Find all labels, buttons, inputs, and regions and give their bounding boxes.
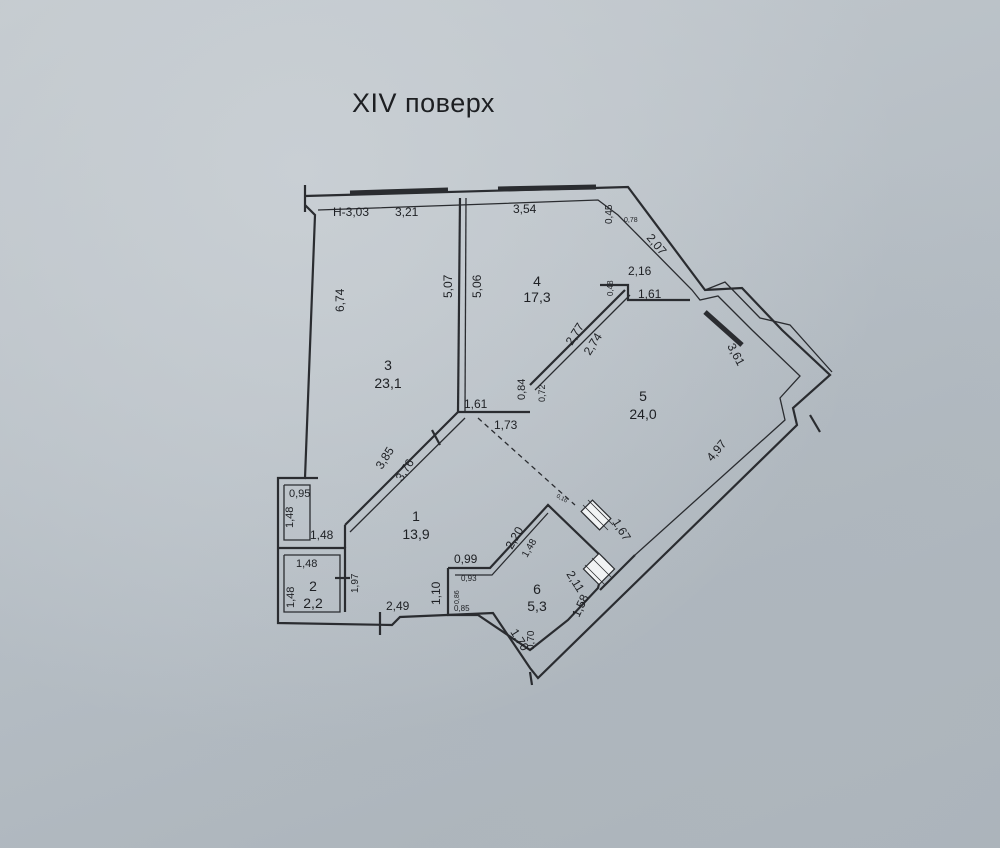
room-6-number: 6 — [533, 581, 541, 597]
dimension-label: 0,95 — [289, 488, 310, 500]
dimension-label: 6,74 — [333, 288, 347, 312]
floor-title: XIV поверх — [352, 88, 495, 118]
wall-2-inner — [283, 554, 341, 613]
door-mark — [431, 429, 441, 446]
room-3-area: 23,1 — [374, 375, 401, 391]
room-4-area: 17,3 — [523, 289, 550, 305]
dimension-label: 3,61 — [724, 341, 747, 368]
dimension-label: 3,21 — [395, 205, 419, 219]
niche-inner — [283, 484, 311, 541]
dimension-label: 0,86 — [454, 590, 461, 604]
wall-1-3-inner — [349, 417, 466, 533]
dimension-label: 0,48 — [606, 280, 615, 296]
room-2-area: 2,2 — [303, 595, 323, 611]
dimension-label: 1,48 — [284, 507, 296, 528]
dimension-label: 5,06 — [470, 274, 484, 298]
dimension-label: 0,70 — [526, 630, 537, 650]
dimension-label: 2,11 — [563, 568, 587, 595]
dimension-label: 4,97 — [704, 437, 730, 464]
dimension-label: 0,45 — [604, 204, 615, 224]
room-labels: 3 23,1 4 17,3 5 24,0 1 13,9 2 2,2 6 5,3 — [303, 273, 657, 614]
wall-3-4 — [456, 197, 462, 413]
dimension-label: 0,78 — [624, 217, 638, 224]
dimension-label: 1,58 — [569, 592, 592, 619]
wall-4-5-inner — [534, 294, 631, 391]
dimension-label: 2,49 — [386, 599, 410, 613]
dimension-label: 1,48 — [310, 528, 334, 542]
dimension-label: 2,16 — [628, 264, 652, 278]
dimension-label: 1,67 — [609, 516, 633, 544]
balcony — [704, 281, 833, 373]
dimension-label: 0,84 — [516, 379, 528, 400]
height-label: Н-3,03 — [333, 205, 369, 219]
bathroom-wall-inner — [455, 512, 549, 576]
dimension-label: 1,10 — [429, 581, 443, 605]
window — [703, 310, 744, 347]
axis-tick — [809, 414, 821, 433]
dimension-label: 1,48 — [296, 558, 317, 570]
dimension-label: 0,85 — [454, 604, 470, 613]
axis-tick — [528, 671, 534, 686]
wall-4-5-top — [600, 283, 690, 302]
dimension-label: 5,07 — [441, 274, 455, 298]
wall-1-3 — [344, 411, 459, 526]
dimension-label: 2,74 — [581, 330, 605, 358]
dimension-label: 1,48 — [285, 587, 297, 608]
dimension-label: 1,61 — [464, 397, 488, 411]
room-5-area: 24,0 — [629, 406, 656, 422]
window — [497, 184, 597, 192]
room-5-number: 5 — [639, 388, 647, 404]
wall-5-6 — [599, 554, 636, 591]
dimension-label: 1,61 — [638, 287, 662, 301]
dimension-label: 1,97 — [350, 573, 361, 593]
dimension-label: 2,77 — [563, 320, 587, 348]
outer-wall — [276, 185, 832, 680]
room-2-number: 2 — [309, 578, 317, 594]
bathroom-wall — [446, 503, 607, 652]
room-3-number: 3 — [384, 357, 392, 373]
dimension-label: 0,16 — [555, 494, 569, 505]
room-1-number: 1 — [412, 508, 420, 524]
room-4-number: 4 — [533, 273, 541, 289]
dimension-label: 3,85 — [373, 444, 397, 472]
dimension-labels: Н-3,03 3,21 3,54 0,45 0,78 2,07 6,74 5,0… — [284, 202, 748, 654]
wall-3-4-inner — [464, 197, 467, 413]
fixture-hatch — [580, 499, 612, 531]
dimension-label: 2,07 — [644, 231, 670, 258]
room-1-area: 13,9 — [402, 526, 429, 542]
dimension-label: 3,54 — [513, 202, 537, 216]
wall-4-5 — [529, 289, 626, 386]
dimension-label: 0,72 — [537, 384, 547, 402]
window — [349, 187, 449, 196]
dimension-label: 0,93 — [461, 574, 477, 583]
fixture-hatch — [582, 552, 616, 586]
dimension-label: 0,99 — [454, 552, 478, 566]
outer-wall-inner-line — [317, 199, 801, 556]
dashed-boundary — [477, 417, 576, 506]
room-6-area: 5,3 — [527, 598, 547, 614]
hatch-lines — [582, 499, 614, 586]
dimension-label: 1,73 — [494, 418, 518, 432]
